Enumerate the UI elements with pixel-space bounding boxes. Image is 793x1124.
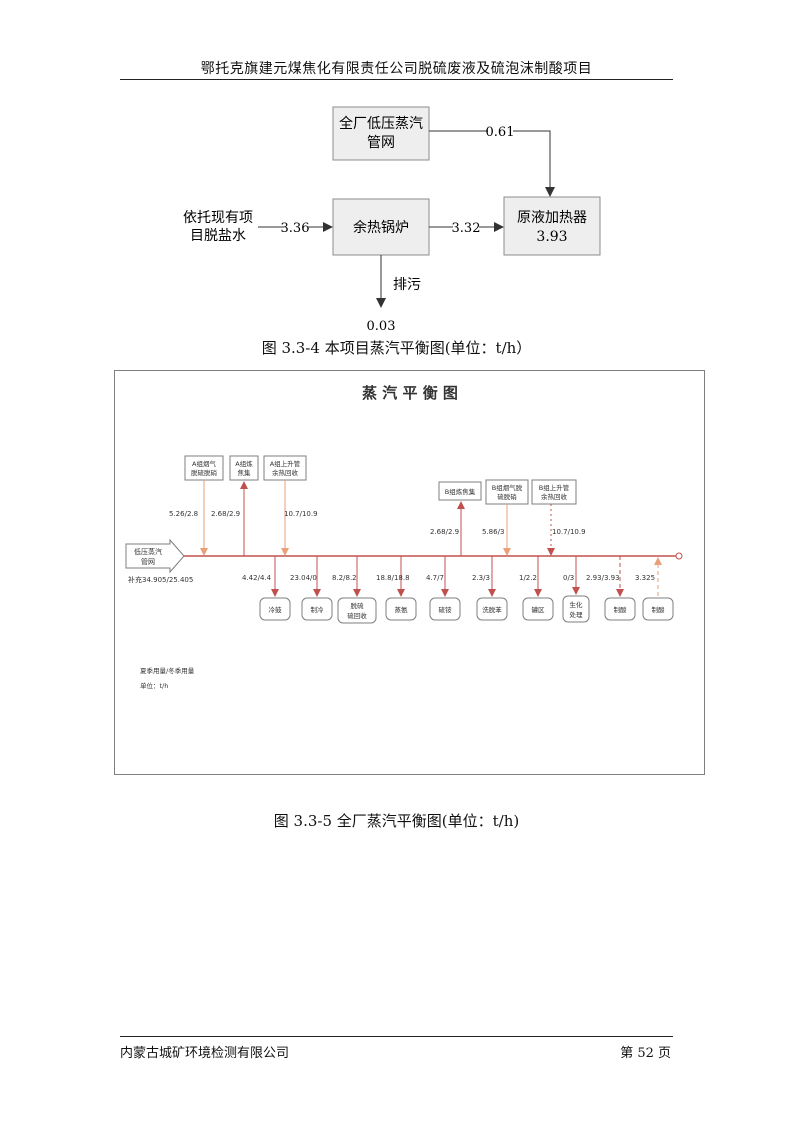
- bottom-value-tank-area: 1/2.2: [519, 574, 537, 582]
- bottom-box-biochem-line1: 生化: [570, 600, 584, 609]
- network-box: [332, 106, 430, 161]
- bottom-box-acid-2: 制酸: [652, 605, 666, 614]
- figure2-caption: 图 3.3-5 全厂蒸汽平衡图(单位：t/h): [273, 812, 520, 830]
- bottom-box-acid-1: 制酸: [614, 605, 628, 614]
- bottom-value-benzene: 2.3/3: [472, 574, 490, 582]
- bottom-box-benzene: 洗脱苯: [482, 605, 502, 614]
- drain-value: 0.03: [367, 319, 396, 334]
- bottom-box-ammonia: 蒸氨: [395, 605, 409, 614]
- bottom-value-biochem: 0/3: [563, 574, 574, 582]
- bottom-box-refrigeration: 制冷: [311, 605, 325, 614]
- top-box-a-coke-line1: A组炼: [235, 459, 253, 468]
- bottom-box-ammonium-sulfate: 硫铵: [439, 605, 453, 614]
- header-rule: [120, 79, 673, 80]
- bottom-box-tank-area: 罐区: [532, 605, 546, 614]
- source-label-1: 低压蒸汽: [134, 547, 162, 556]
- drain-label: 排污: [393, 277, 421, 293]
- top-box-b-flue-line1: B组烟气脱: [492, 483, 523, 492]
- bottom-box-biochem-line2: 处理: [570, 610, 584, 619]
- top-box-b-coke: [438, 481, 482, 501]
- note-usage: 夏季用量/冬季用量: [140, 666, 195, 675]
- note-unit: 单位：t/h: [140, 681, 168, 690]
- header-end-marker: [675, 552, 683, 560]
- heater-box: [503, 196, 601, 256]
- figure1-caption: 图 3.3-4 本项目蒸汽平衡图(单位：t/h）: [261, 339, 532, 357]
- network-label-2: 管网: [367, 135, 395, 151]
- top-box-a-riser-line1: A组上升管: [270, 459, 301, 468]
- top-value-b-riser: 10.7/10.9: [552, 528, 586, 536]
- top-box-b-riser-line2: 余热回收: [541, 492, 568, 501]
- top-box-b-riser-line1: B组上升管: [539, 483, 570, 492]
- boiler-label: 余热锅炉: [353, 219, 409, 236]
- top-value-a-coke: 2.68/2.9: [211, 510, 240, 518]
- top-box-a-coke-line2: 焦集: [238, 468, 252, 477]
- bottom-consumers: 4.42/4.4 冷鼓 23.04/0 制冷 8.2/8.2 脱硫 硫回收 18…: [242, 556, 674, 624]
- bottom-value-ammonium-sulfate: 4.7/7: [426, 574, 444, 582]
- page-number: 第 52 页: [620, 1046, 671, 1061]
- figure2-title: 蒸 汽 平 衡 图: [362, 384, 458, 402]
- network-label-1: 全厂低压蒸汽: [339, 115, 423, 132]
- bottom-value-ammonia: 18.8/18.8: [376, 574, 410, 582]
- bottom-box-cold-drum: 冷鼓: [269, 605, 283, 614]
- source-label-1: 依托现有项: [183, 210, 253, 226]
- steam-balance-diagram-project: 全厂低压蒸汽 管网 余热锅炉 原液加热器 3.93 依托现有项 目脱盐水 3.3…: [183, 106, 601, 334]
- source-label-2: 管网: [141, 557, 155, 566]
- top-value-a-flue: 5.26/2.8: [169, 510, 198, 518]
- bottom-value-acid-2: 3.325: [635, 574, 655, 582]
- top-value-b-flue: 5.86/3: [482, 528, 504, 536]
- figure2-frame: [114, 370, 705, 775]
- boiler-box: [332, 198, 430, 256]
- page-header: 鄂托克旗建元煤焦化有限责任公司脱硫废液及硫泡沫制酸项目: [200, 61, 593, 77]
- top-box-a-riser: [263, 455, 307, 481]
- top-box-a-flue-line2: 脱硫脱硝: [191, 468, 218, 477]
- top-box-a-riser-line2: 余热回收: [272, 468, 299, 477]
- top-box-b-flue: [485, 479, 529, 505]
- bottom-value-cold-drum: 4.42/4.4: [242, 574, 272, 582]
- top-value-b-coke: 2.68/2.9: [430, 528, 459, 536]
- footer-rule: [120, 1036, 673, 1037]
- footer-company: 内蒙古城矿环境检测有限公司: [120, 1046, 290, 1061]
- bottom-value-acid-1: 2.93/3.93: [586, 574, 620, 582]
- top-box-a-coke: [229, 455, 259, 481]
- bottom-box-desulfur-line1: 脱硫: [351, 601, 365, 610]
- top-box-b-riser: [531, 479, 577, 505]
- bottom-value-refrigeration: 23.04/0: [290, 574, 317, 582]
- top-box-b-coke-line1: B组炼焦集: [445, 487, 476, 496]
- source-arrow-shape: [125, 538, 185, 574]
- top-box-a-flue-line1: A组烟气: [192, 459, 216, 468]
- supplement-label: 补充34.905/25.405: [128, 575, 193, 584]
- heater-label-2: 3.93: [536, 229, 567, 245]
- network-flow-value: 0.61: [486, 125, 515, 140]
- top-box-b-flue-line2: 硫脱硝: [497, 492, 517, 501]
- top-value-a-riser: 10.7/10.9: [284, 510, 318, 518]
- supply-flow-value: 3.36: [281, 221, 310, 236]
- bottom-box-desulfur-line2: 硫回收: [347, 611, 367, 620]
- bottom-value-desulfur: 8.2/8.2: [332, 574, 357, 582]
- steam-balance-diagram-plant: 蒸 汽 平 衡 图 低压蒸汽 管网 补充34.905/25.405 A组烟气 脱…: [114, 370, 705, 775]
- heater-flow-value: 3.32: [452, 221, 481, 236]
- source-label-2: 目脱盐水: [190, 228, 246, 244]
- network-arrow: [513, 130, 555, 197]
- heater-label-1: 原液加热器: [517, 210, 587, 226]
